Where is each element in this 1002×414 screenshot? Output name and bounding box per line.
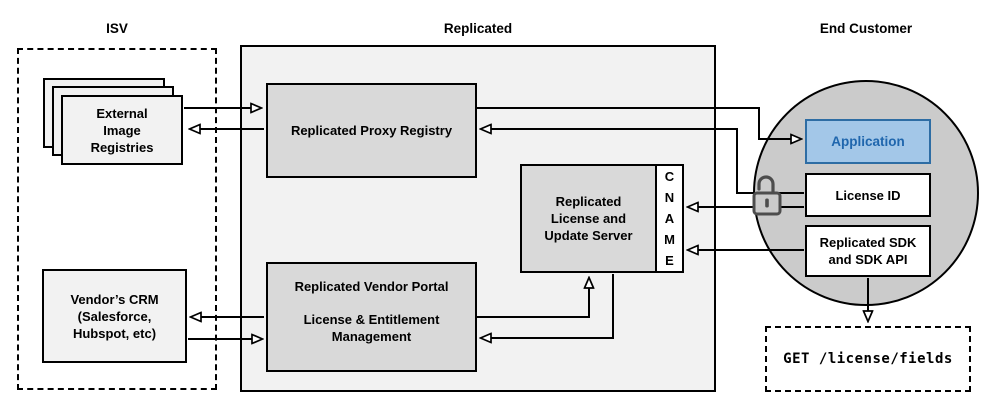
- license-update-server-node: Replicated License and Update Server: [520, 164, 657, 273]
- edge-server-to-portal: [481, 274, 614, 338]
- proxy-registry-node: Replicated Proxy Registry: [266, 83, 477, 178]
- application-node: Application: [805, 119, 931, 164]
- license-id-node: License ID: [805, 173, 931, 217]
- vendor-portal-node: Replicated Vendor Portal License & Entit…: [266, 262, 477, 372]
- unlocked-padlock-icon: [752, 175, 782, 216]
- vendor-crm-node: Vendor’s CRM (Salesforce, Hubspot, etc): [42, 269, 187, 363]
- edge-proxy-to-application: [477, 107, 801, 139]
- edge-portal-to-server: [477, 278, 589, 318]
- replicated-sdk-node: Replicated SDK and SDK API: [805, 225, 931, 277]
- get-license-fields-node: GET /license/fields: [765, 326, 971, 392]
- vendor-portal-title: Replicated Vendor Portal: [294, 279, 449, 294]
- vendor-portal-subtitle: License & Entitlement Management: [303, 312, 440, 344]
- replicated-section-label: Replicated: [443, 21, 513, 36]
- external-registries-node: External Image Registries: [61, 95, 183, 165]
- cname-node: C N A M E: [655, 164, 684, 273]
- isv-section-label: ISV: [106, 21, 128, 36]
- end-customer-section-label: End Customer: [819, 21, 913, 36]
